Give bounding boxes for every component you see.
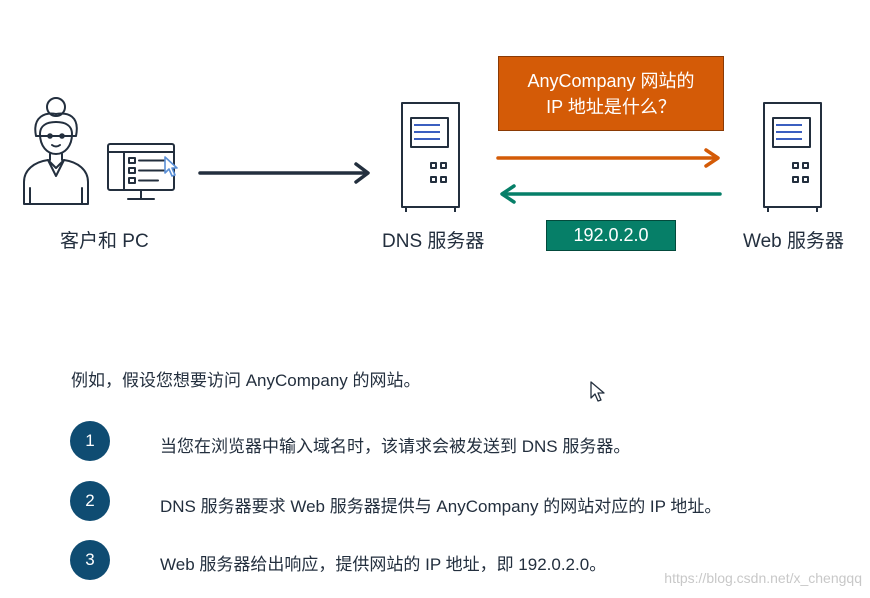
dns-server-label: DNS 服务器 <box>382 231 485 252</box>
question-line-2: IP 地址是什么？ <box>546 96 676 117</box>
ip-answer-box: 192.0.2.0 <box>546 220 676 251</box>
web-server-icon <box>763 102 822 212</box>
client-to-dns-arrow <box>198 162 370 184</box>
step-1-badge: 1 <box>70 421 110 461</box>
step-3-badge: 3 <box>70 540 110 580</box>
mouse-cursor-icon <box>590 381 605 402</box>
client-pc-icon <box>23 97 178 205</box>
request-arrow <box>496 148 720 168</box>
web-server-label: Web 服务器 <box>743 231 845 252</box>
step-3-text: Web 服务器给出响应，提供网站的 IP 地址，即 192.0.2.0。 <box>160 555 607 574</box>
watermark-text: https://blog.csdn.net/x_chengqq <box>664 570 862 586</box>
dns-server-icon <box>401 102 460 212</box>
step-1-text: 当您在浏览器中输入域名时，该请求会被发送到 DNS 服务器。 <box>160 437 631 456</box>
intro-text: 例如，假设您想要访问 AnyCompany 的网站。 <box>71 371 421 390</box>
question-box: AnyCompany 网站的 IP 地址是什么？ <box>498 56 724 131</box>
step-2-badge: 2 <box>70 481 110 521</box>
step-2-text: DNS 服务器要求 Web 服务器提供与 AnyCompany 的网站对应的 I… <box>160 497 722 516</box>
response-arrow <box>500 184 722 204</box>
question-line-1: AnyCompany 网站的 <box>527 70 695 91</box>
client-label: 客户和 PC <box>60 231 149 252</box>
